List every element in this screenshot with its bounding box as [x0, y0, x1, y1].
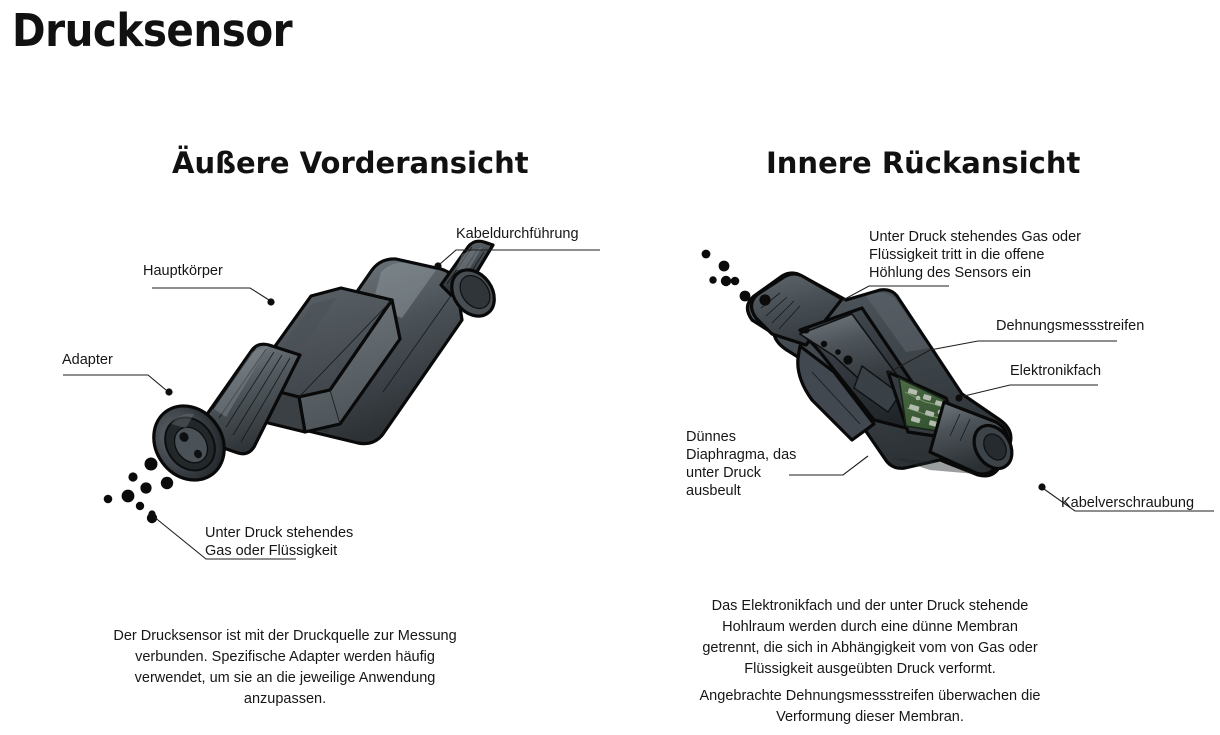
leader-dot-electronics-bay — [955, 394, 963, 402]
label-diaphragm: Dünnes Diaphragma, das unter Druck ausbe… — [686, 429, 797, 499]
cutaway-electronics-bay — [886, 370, 964, 442]
leader-adapter — [63, 374, 167, 391]
sensor-port-hole — [179, 432, 189, 442]
cutaway-inlet-collar — [749, 272, 844, 347]
caption-interior-2: Angebrachte Dehnungsmessstreifen überwac… — [699, 688, 1041, 725]
label-cable-screw: Kabelverschraubung — [1061, 495, 1195, 511]
pressure-media-particles-left — [103, 457, 174, 524]
leader-lines-left — [63, 249, 600, 560]
sensor-main-body — [281, 257, 464, 446]
leader-diaphragm — [789, 455, 869, 476]
leader-cable-gland — [439, 249, 600, 265]
pcb-components — [907, 388, 944, 427]
label-electronics-bay: Elektronikfach — [1010, 363, 1102, 379]
sensor-cable-gland — [439, 239, 496, 318]
sensor-exterior-illustration — [103, 239, 496, 524]
heading-exterior-front-view: Äußere Vorderansicht — [172, 146, 529, 180]
cutaway-cable-gland — [928, 400, 1014, 476]
caption-interior-1: Das Elektronikfach und der unter Druck s… — [702, 598, 1038, 677]
cutaway-diaphragm — [796, 344, 876, 442]
heading-interior-rear-view: Innere Rückansicht — [766, 146, 1081, 180]
label-pressurised-media: Unter Druck stehendes Gas oder Flüssigke… — [205, 525, 354, 559]
label-cable-gland: Kabeldurchführung — [456, 226, 579, 242]
leader-dot-cable-gland — [434, 262, 442, 270]
leader-dot-main-body — [267, 298, 275, 306]
pcb-traces — [904, 391, 951, 421]
label-adapter: Adapter — [62, 352, 113, 368]
sensor-adapter-nose — [152, 404, 226, 482]
sensor-adapter-thread — [200, 342, 302, 456]
label-main-body: Hauptkörper — [143, 263, 223, 279]
page-title: Drucksensor — [12, 4, 293, 57]
leader-electronics-bay — [959, 384, 1098, 398]
pressure-media-particles-right — [701, 249, 771, 306]
leader-media-entry — [842, 285, 949, 301]
leader-dot-cable-screw — [1038, 483, 1046, 491]
label-media-entry: Unter Druck stehendes Gas oder Flüssigke… — [869, 229, 1081, 281]
caption-exterior: Der Drucksensor ist mit der Druckquelle … — [113, 628, 457, 707]
cutaway-open-cavity — [798, 306, 950, 436]
leader-dot-pressurised-media — [148, 510, 156, 518]
sensor-port-hole — [193, 449, 203, 459]
sensor-hex-nut — [246, 286, 402, 434]
cavity-media-dots — [802, 326, 894, 400]
pcb-board — [897, 376, 957, 435]
label-strain-gauge: Dehnungsmessstreifen — [996, 318, 1145, 334]
leader-main-body — [152, 287, 270, 301]
leader-dot-adapter — [165, 388, 173, 396]
